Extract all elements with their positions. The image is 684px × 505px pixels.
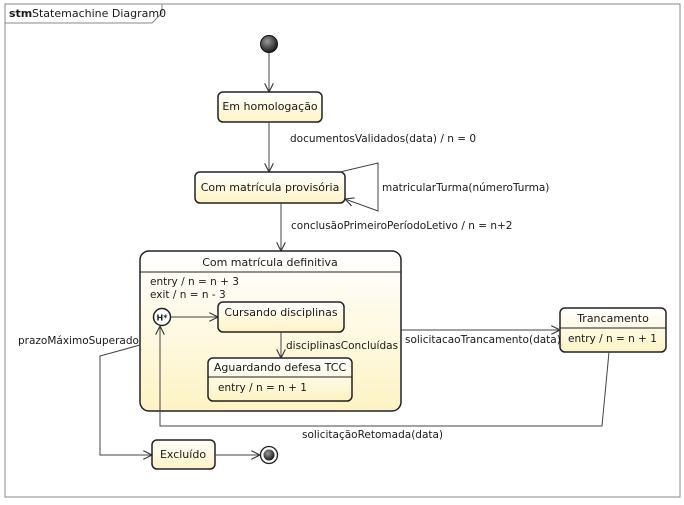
state-exit-action: exit / n = n - 3 — [150, 289, 226, 301]
state-trancamento[interactable]: Trancamento entry / n = n + 1 — [559, 307, 667, 353]
state-name: Trancamento — [576, 312, 649, 325]
frame-title: Statemachine Diagram0 — [32, 7, 166, 20]
frame-keyword: stm — [9, 7, 32, 20]
transition-prazo-maximo-superado[interactable] — [99, 344, 152, 455]
state-name: Com matrícula provisória — [201, 181, 340, 194]
state-com-matricula-provisoria[interactable]: Com matrícula provisória — [194, 171, 346, 204]
transition-label-matricular-turma: matricularTurma(númeroTurma) — [382, 182, 549, 194]
state-aguardando-defesa-tcc[interactable]: Aguardando defesa TCC entry / n = n + 1 — [207, 357, 353, 402]
transition-label-documentos-validados: documentosValidados(data) / n = 0 — [290, 133, 476, 145]
state-entry-action: entry / n = n + 1 — [568, 333, 657, 345]
final-state[interactable] — [259, 445, 279, 465]
state-name: Com matrícula definitiva — [202, 256, 338, 269]
deep-history-state[interactable]: H* — [152, 307, 172, 327]
initial-state[interactable] — [260, 35, 278, 53]
transition-label-prazo-maximo-superado: prazoMáximoSuperado — [18, 335, 139, 347]
state-excluido[interactable]: Excluído — [151, 439, 216, 470]
state-cursando-disciplinas[interactable]: Cursando disciplinas — [217, 301, 345, 333]
transition-label-solicitacao-retomada: solicitaçãoRetomada(data) — [302, 429, 443, 441]
transition-solicitacao-retomada[interactable] — [160, 326, 610, 427]
state-entry-action: entry / n = n + 1 — [218, 382, 307, 394]
state-name: Excluído — [160, 448, 206, 461]
transition-label-disciplinas-concluidas: disciplinasConcluídas — [286, 340, 398, 352]
transition-label-conclusao-primeiro-periodo: conclusãoPrimeiroPeríodoLetivo / n = n+2 — [291, 220, 512, 232]
transition-label-solicitacao-trancamento: solicitacaoTrancamento(data) — [405, 334, 561, 346]
transition-matricular-turma[interactable] — [339, 162, 379, 212]
state-name: Aguardando defesa TCC — [214, 361, 347, 374]
state-name: Cursando disciplinas — [224, 306, 338, 319]
state-name: Em homologação — [222, 100, 318, 113]
state-em-homologacao[interactable]: Em homologação — [217, 91, 323, 123]
history-symbol: H* — [157, 314, 169, 323]
state-entry-action: entry / n = n + 3 — [150, 276, 239, 288]
